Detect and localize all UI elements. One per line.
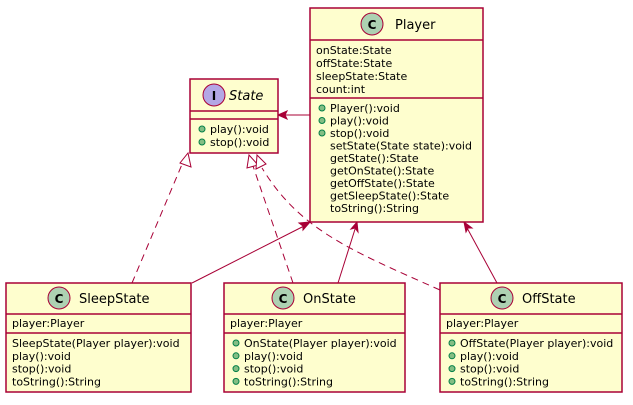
stereotype-letter: I — [212, 89, 216, 103]
class-name: SleepState — [79, 292, 150, 307]
class-player[interactable]: C Player onState:StateoffState:Stateslee… — [309, 7, 484, 223]
field-label: count:int — [316, 83, 366, 96]
class-badge-icon — [47, 286, 71, 310]
method-label: setState(State state):void — [330, 140, 472, 153]
field-list: player:Player — [230, 317, 303, 330]
method-list: SleepState(Player player):voidplay():voi… — [12, 337, 180, 388]
field-label: sleepState:State — [316, 70, 407, 83]
field-label: offState:State — [316, 57, 392, 70]
public-visibility-icon — [232, 377, 240, 385]
method-label: play():void — [244, 350, 303, 363]
association-player-state — [276, 109, 310, 121]
method-label: stop():void — [460, 363, 519, 376]
class-offstate[interactable]: C OffState player:Player OffState(Player… — [439, 282, 623, 393]
class-badge-icon — [360, 12, 384, 36]
stereotype-letter: C — [368, 18, 377, 32]
public-visibility-icon — [318, 129, 326, 137]
field-label: onState:State — [316, 44, 392, 57]
class-name: Player — [395, 18, 436, 33]
public-visibility-icon — [448, 365, 456, 373]
public-visibility-icon — [198, 125, 206, 133]
method-label: getOnState():State — [330, 165, 434, 178]
field-label: player:Player — [446, 317, 519, 330]
field-label: player:Player — [230, 317, 303, 330]
method-list: Player():voidplay():voidstop():voidsetSt… — [318, 102, 472, 215]
method-label: getSleepState():State — [330, 190, 449, 203]
stereotype-letter: C — [55, 292, 64, 306]
method-label: Player():void — [330, 102, 400, 115]
field-label: player:Player — [12, 317, 85, 330]
public-visibility-icon — [232, 339, 240, 347]
interface-name: State — [229, 89, 263, 104]
stereotype-letter: C — [279, 292, 288, 306]
public-visibility-icon — [198, 138, 206, 146]
public-visibility-icon — [232, 365, 240, 373]
method-label: stop():void — [210, 136, 269, 149]
public-visibility-icon — [318, 104, 326, 112]
method-label: stop():void — [330, 127, 389, 140]
class-sleepstate[interactable]: C SleepState player:Player SleepState(Pl… — [5, 282, 192, 393]
method-label: SleepState(Player player):void — [12, 337, 180, 350]
field-list: player:Player — [446, 317, 519, 330]
method-label: play():void — [210, 123, 269, 136]
method-label: toString():String — [460, 375, 549, 388]
field-list: onState:StateoffState:StatesleepState:St… — [316, 44, 407, 96]
public-visibility-icon — [448, 339, 456, 347]
public-visibility-icon — [232, 352, 240, 360]
method-list: OffState(Player player):voidplay():voids… — [448, 337, 613, 388]
class-name: OnState — [303, 292, 356, 307]
method-label: OffState(Player player):void — [460, 337, 613, 350]
method-label: play():void — [12, 350, 71, 363]
realization-onstate-state — [246, 153, 294, 284]
method-label: OnState(Player player):void — [244, 337, 397, 350]
association-onstate-player — [337, 220, 359, 284]
method-label: toString():String — [244, 375, 333, 388]
public-visibility-icon — [448, 352, 456, 360]
association-offstate-player — [463, 220, 498, 284]
method-label: stop():void — [244, 363, 303, 376]
interface-badge-icon — [202, 83, 226, 107]
method-label: getState():State — [330, 152, 419, 165]
method-label: play():void — [330, 115, 389, 128]
method-label: play():void — [460, 350, 519, 363]
method-label: toString():String — [330, 202, 419, 215]
method-list: OnState(Player player):voidplay():voidst… — [232, 337, 397, 388]
realization-sleepstate-state — [131, 151, 192, 284]
method-label: toString():String — [12, 375, 101, 388]
class-badge-icon — [490, 286, 514, 310]
class-onstate[interactable]: C OnState player:Player OnState(Player p… — [223, 282, 406, 393]
stereotype-letter: C — [498, 292, 507, 306]
public-visibility-icon — [448, 377, 456, 385]
method-label: stop():void — [12, 363, 71, 376]
class-badge-icon — [271, 286, 295, 310]
realization-offstate-state — [255, 153, 441, 291]
class-name: OffState — [522, 292, 576, 307]
public-visibility-icon — [318, 117, 326, 124]
method-label: getOffState():State — [330, 177, 435, 190]
association-sleepstate-player — [191, 221, 312, 284]
field-list: player:Player — [12, 317, 85, 330]
